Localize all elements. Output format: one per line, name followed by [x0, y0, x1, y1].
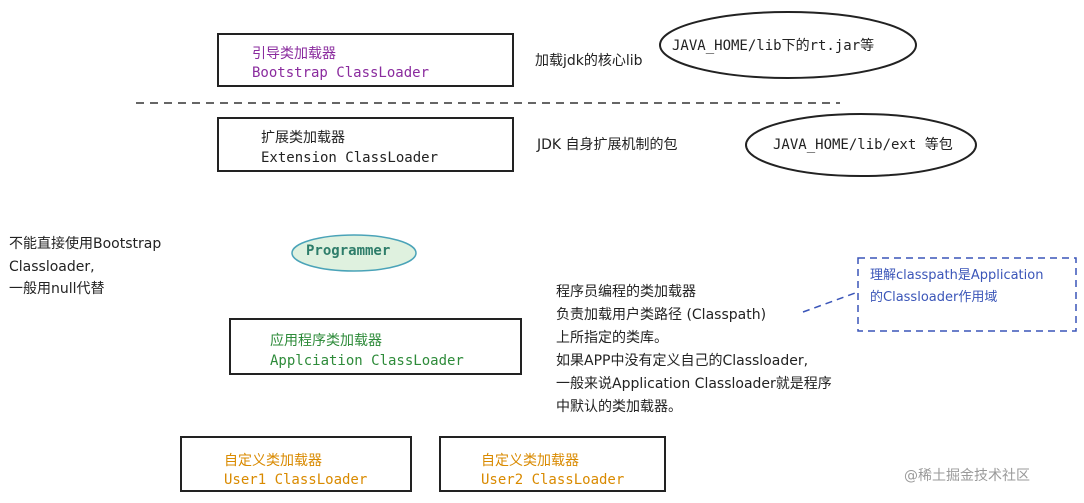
application-desc-line5: 一般来说Application Classloader就是程序: [556, 376, 832, 392]
user2-classloader-box: 自定义类加载器 User2 ClassLoader: [439, 436, 666, 492]
bootstrap-path: JAVA_HOME/lib下的rt.jar等: [672, 38, 875, 54]
bootstrap-path-ellipse: [659, 11, 917, 79]
note-left-line2: Classloader,: [9, 259, 95, 275]
note-left-line1: 不能直接使用Bootstrap: [9, 236, 162, 252]
bootstrap-en-label: Bootstrap ClassLoader: [252, 65, 430, 81]
classpath-connector: [802, 291, 859, 313]
classpath-note-line2: 的Classloader作用域: [870, 290, 998, 305]
application-cn-label: 应用程序类加载器: [270, 333, 382, 349]
application-desc-line3: 上所指定的类库。: [556, 330, 668, 346]
application-desc-line2: 负责加载用户类路径 (Classpath): [556, 307, 767, 323]
user1-classloader-box: 自定义类加载器 User1 ClassLoader: [180, 436, 412, 492]
extension-path-ellipse: [745, 113, 977, 177]
application-desc-line6: 中默认的类加载器。: [556, 399, 682, 415]
watermark: @稀土掘金技术社区: [904, 468, 1030, 484]
application-classloader-box: 应用程序类加载器 Applciation ClassLoader: [229, 318, 522, 375]
extension-classloader-box: 扩展类加载器 Extension ClassLoader: [217, 117, 514, 172]
programmer-ellipse: [291, 234, 417, 272]
extension-desc: JDK 自身扩展机制的包: [537, 137, 678, 153]
classpath-note-line1: 理解classpath是Application: [870, 268, 1044, 283]
extension-cn-label: 扩展类加载器: [261, 130, 345, 146]
user1-cn-label: 自定义类加载器: [224, 453, 322, 469]
application-desc-line1: 程序员编程的类加载器: [556, 284, 696, 300]
application-desc-line4: 如果APP中没有定义自己的Classloader,: [556, 353, 809, 369]
programmer-label: Programmer: [306, 243, 391, 259]
bootstrap-classloader-box: 引导类加载器 Bootstrap ClassLoader: [217, 33, 514, 87]
extension-en-label: Extension ClassLoader: [261, 150, 439, 166]
bootstrap-desc: 加载jdk的核心lib: [535, 53, 643, 69]
user2-cn-label: 自定义类加载器: [481, 453, 579, 469]
note-left-line3: 一般用null代替: [9, 281, 105, 297]
classpath-note-box: [857, 257, 1077, 332]
user1-en-label: User1 ClassLoader: [224, 472, 368, 488]
user2-en-label: User2 ClassLoader: [481, 472, 625, 488]
extension-path: JAVA_HOME/lib/ext 等包: [773, 137, 953, 153]
application-en-label: Applciation ClassLoader: [270, 353, 464, 369]
bootstrap-cn-label: 引导类加载器: [252, 46, 336, 62]
